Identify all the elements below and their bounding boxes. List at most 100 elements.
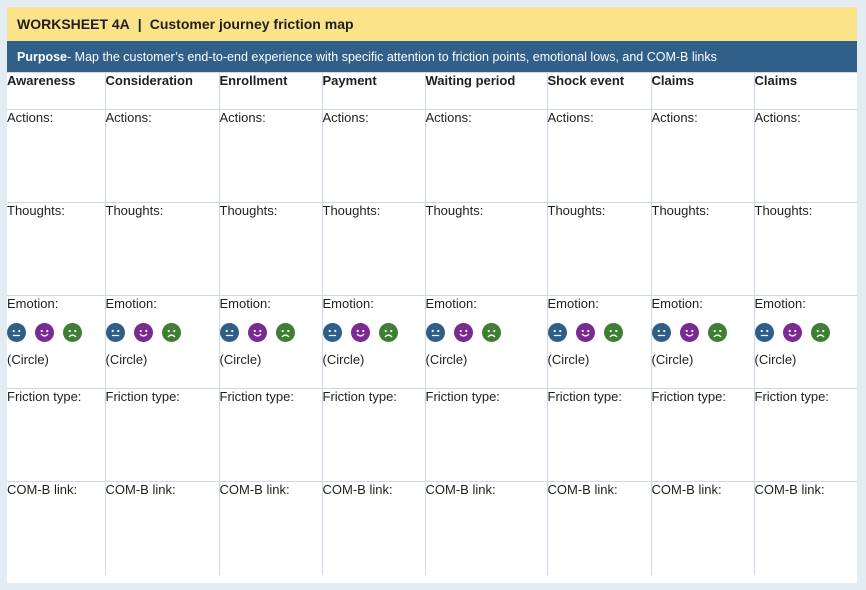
worksheet: WORKSHEET 4A | Customer journey friction…	[7, 7, 857, 583]
circle-instruction: (Circle)	[322, 352, 365, 367]
friction-label: Friction type:	[425, 389, 500, 404]
worksheet-number: WORKSHEET 4A	[17, 16, 130, 32]
emotion-cell[interactable]: Emotion: (Circle)	[546, 295, 652, 389]
emotion-label: Emotion:	[219, 296, 271, 311]
emotion-options	[651, 323, 754, 342]
thoughts-cell[interactable]: Thoughts:	[321, 202, 426, 296]
emotion-options	[105, 323, 219, 342]
thoughts-cell[interactable]: Thoughts:	[104, 202, 220, 296]
emotion-row: Emotion: (Circle) Emotion: (Circle) Emotion:…	[7, 295, 858, 389]
emotion-options	[425, 323, 547, 342]
actions-cell[interactable]: Actions:	[546, 109, 652, 203]
sad-face-icon[interactable]	[275, 323, 295, 342]
actions-cell[interactable]: Actions:	[424, 109, 548, 203]
actions-cell[interactable]: Actions:	[218, 109, 323, 203]
sad-face-icon[interactable]	[481, 323, 501, 342]
happy-face-icon[interactable]	[782, 323, 802, 342]
comb-cell[interactable]: COM-B link:	[424, 481, 548, 575]
stage-header: Claims	[650, 72, 755, 110]
comb-cell[interactable]: COM-B link:	[650, 481, 755, 575]
stage-header: Consideration	[104, 72, 220, 110]
thoughts-cell[interactable]: Thoughts:	[424, 202, 548, 296]
comb-label: COM-B link:	[7, 482, 78, 497]
sad-face-icon[interactable]	[378, 323, 398, 342]
comb-cell[interactable]: COM-B link:	[104, 481, 220, 575]
friction-label: Friction type:	[754, 389, 829, 404]
friction-cell[interactable]: Friction type:	[424, 388, 548, 482]
happy-face-icon[interactable]	[133, 323, 153, 342]
purpose-label: Purpose	[17, 49, 68, 64]
comb-cell[interactable]: COM-B link:	[218, 481, 323, 575]
actions-row: Actions:Actions:Actions:Actions:Actions:…	[7, 109, 857, 203]
happy-face-icon[interactable]	[35, 323, 54, 342]
happy-face-icon[interactable]	[350, 323, 370, 342]
thoughts-cell[interactable]: Thoughts:	[546, 202, 652, 296]
sad-face-icon[interactable]	[810, 323, 830, 342]
neutral-face-icon[interactable]	[219, 323, 239, 342]
emotion-label: Emotion:	[651, 296, 703, 311]
friction-cell[interactable]: Friction type:	[7, 388, 106, 482]
comb-label: COM-B link:	[322, 482, 393, 497]
sad-face-icon[interactable]	[161, 323, 181, 342]
happy-face-icon[interactable]	[679, 323, 699, 342]
actions-label: Actions:	[425, 110, 472, 125]
comb-label: COM-B link:	[105, 482, 176, 497]
friction-cell[interactable]: Friction type:	[321, 388, 426, 482]
comb-cell[interactable]: COM-B link:	[753, 481, 857, 575]
actions-cell[interactable]: Actions:	[650, 109, 755, 203]
neutral-face-icon[interactable]	[105, 323, 125, 342]
actions-cell[interactable]: Actions:	[7, 109, 106, 203]
thoughts-cell[interactable]: Thoughts:	[650, 202, 755, 296]
title-separator: |	[137, 16, 142, 32]
comb-cell[interactable]: COM-B link:	[321, 481, 426, 575]
emotion-cell[interactable]: Emotion:(Circle)	[424, 295, 548, 389]
friction-cell[interactable]: Friction type:	[546, 388, 652, 482]
friction-type-row: Friction type:Friction type:Friction typ…	[7, 388, 857, 482]
neutral-face-icon[interactable]	[547, 323, 567, 342]
sad-face-icon[interactable]	[63, 323, 82, 342]
thoughts-label: Thoughts:	[425, 203, 484, 218]
friction-cell[interactable]: Friction type:	[650, 388, 755, 482]
actions-cell[interactable]: Actions:	[104, 109, 220, 203]
thoughts-label: Thoughts:	[547, 203, 606, 218]
comb-cell[interactable]: COM-B link:	[546, 481, 652, 575]
comb-cell[interactable]: COM-B link:	[7, 481, 106, 575]
emotion-cell[interactable]: Emotion:(Circle)	[7, 295, 106, 389]
happy-face-icon[interactable]	[453, 323, 473, 342]
friction-label: Friction type:	[219, 389, 294, 404]
sad-face-icon[interactable]	[707, 323, 727, 342]
actions-cell[interactable]: Actions:	[753, 109, 857, 203]
friction-cell[interactable]: Friction type:	[753, 388, 857, 482]
neutral-face-icon[interactable]	[754, 323, 774, 342]
friction-cell[interactable]: Friction type:	[104, 388, 220, 482]
friction-label: Friction type:	[547, 389, 622, 404]
emotion-label: Emotion:	[547, 296, 599, 311]
emotion-cell[interactable]: Emotion:(Circle)	[753, 295, 858, 389]
comb-label: COM-B link:	[425, 482, 496, 497]
actions-cell[interactable]: Actions:	[321, 109, 426, 203]
friction-label: Friction type:	[651, 389, 726, 404]
emotion-cell[interactable]: Emotion: (Circle)	[218, 295, 323, 389]
thoughts-cell[interactable]: Thoughts:	[218, 202, 323, 296]
emotion-options	[754, 323, 858, 342]
emotion-cell[interactable]: Emotion: (Circle)	[321, 295, 426, 389]
emotion-cell[interactable]: Emotion:(Circle)	[104, 295, 220, 389]
neutral-face-icon[interactable]	[7, 323, 26, 342]
thoughts-cell[interactable]: Thoughts:	[7, 202, 106, 296]
thoughts-cell[interactable]: Thoughts:	[753, 202, 857, 296]
com-b-link-row: COM-B link:COM-B link:COM-B link:COM-B l…	[7, 481, 857, 575]
circle-instruction: (Circle)	[547, 352, 590, 367]
emotion-label: Emotion:	[322, 296, 374, 311]
neutral-face-icon[interactable]	[425, 323, 445, 342]
happy-face-icon[interactable]	[575, 323, 595, 342]
thoughts-row: Thoughts:Thoughts:Thoughts:Thoughts:Thou…	[7, 202, 857, 296]
emotion-options	[547, 323, 651, 342]
sad-face-icon[interactable]	[603, 323, 623, 342]
friction-cell[interactable]: Friction type:	[218, 388, 323, 482]
neutral-face-icon[interactable]	[651, 323, 671, 342]
neutral-face-icon[interactable]	[322, 323, 342, 342]
circle-instruction: (Circle)	[219, 352, 262, 367]
happy-face-icon[interactable]	[247, 323, 267, 342]
emotion-cell[interactable]: Emotion:(Circle)	[650, 295, 755, 389]
